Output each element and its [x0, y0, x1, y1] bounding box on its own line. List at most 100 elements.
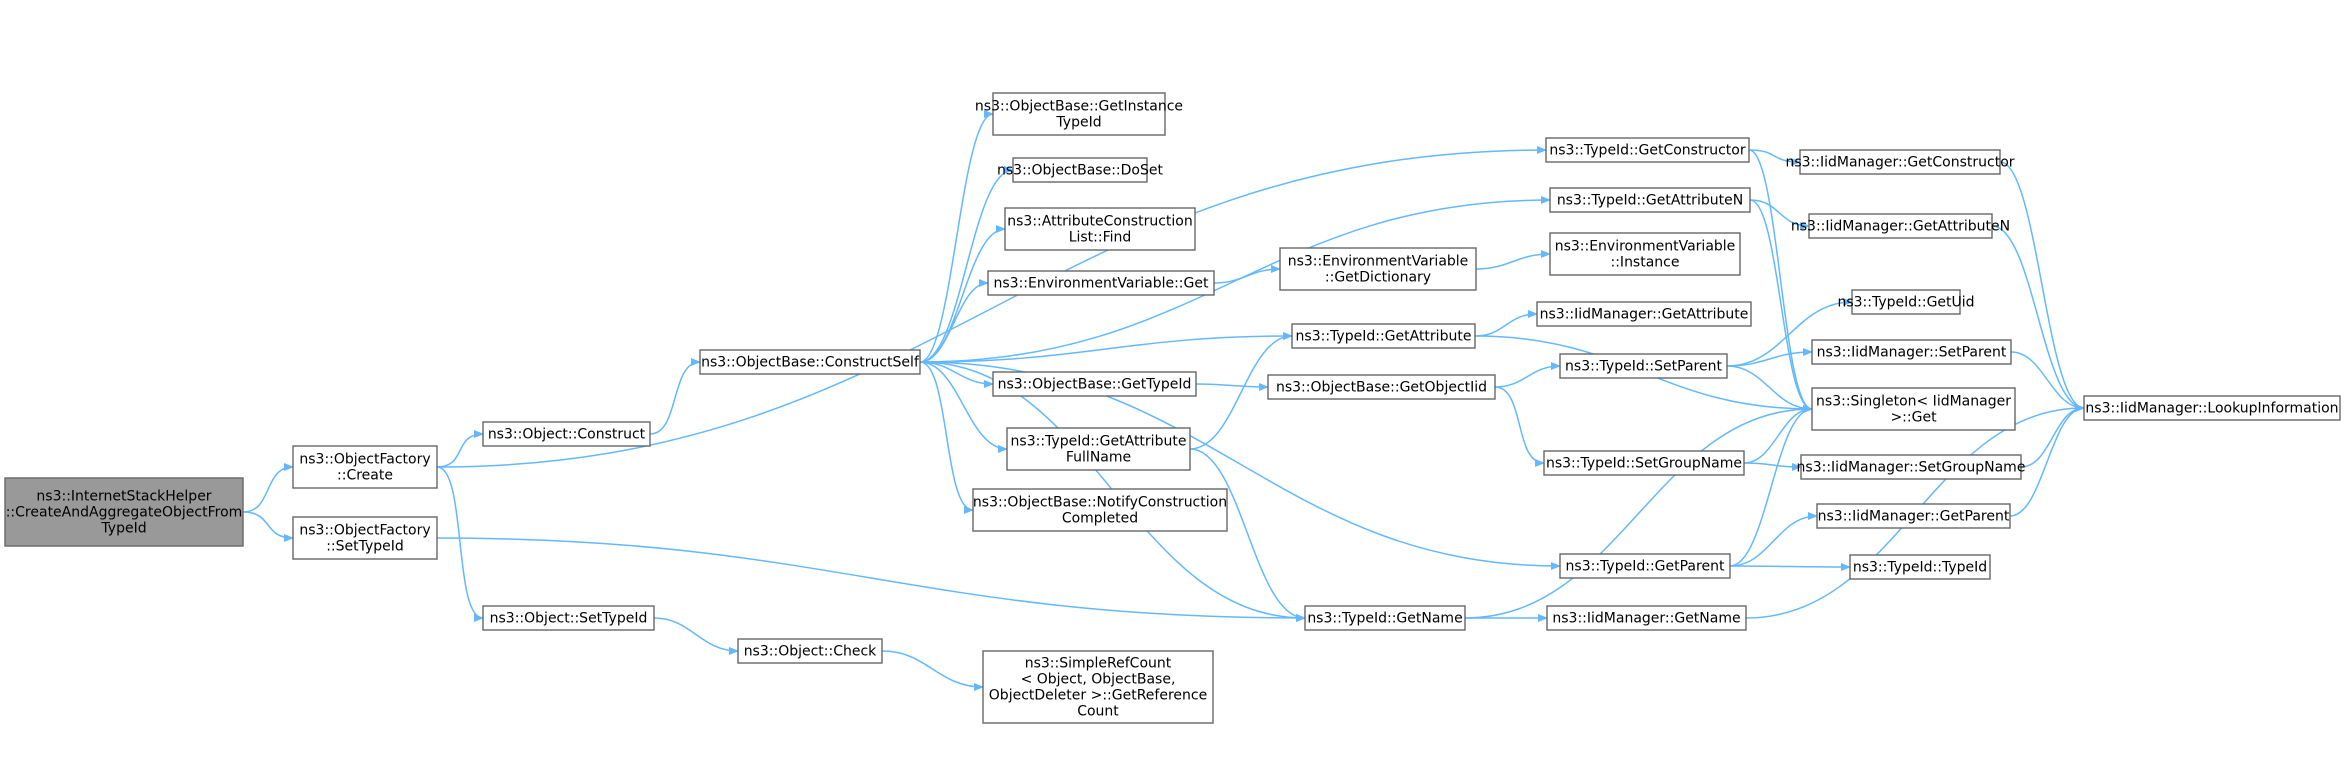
node-box	[1004, 207, 1196, 251]
call-edge	[1729, 405, 1813, 567]
function-node: ns3::InternetStackHelper::CreateAndAggre…	[4, 477, 244, 547]
call-edge	[1729, 512, 1818, 567]
function-node[interactable]: ns3::IidManager::GetName	[1546, 605, 1747, 631]
node-box	[1549, 232, 1741, 276]
function-node[interactable]: ns3::TypeId::GetName	[1304, 605, 1466, 631]
node-label: ns3::IidManager::SetParent	[1817, 345, 2007, 361]
node-box	[482, 421, 651, 447]
node-label: ns3::ObjectBase::DoSet	[997, 163, 1163, 179]
function-node[interactable]: ns3::IidManager::GetConstructor	[1785, 149, 2015, 175]
function-node[interactable]: ns3::ObjectFactory::SetTypeId	[292, 516, 438, 560]
call-edge	[1189, 448, 1306, 622]
function-node[interactable]: ns3::ObjectBase::GetTypeId	[992, 371, 1197, 397]
node-label: ns3::Object::Check	[744, 644, 877, 660]
function-node[interactable]: ns3::TypeId::GetAttribute	[1291, 323, 1476, 349]
function-node[interactable]: ns3::TypeId::SetGroupName	[1543, 450, 1745, 476]
node-box	[1799, 149, 2001, 175]
node-label: ns3::ObjectBase::GetTypeId	[998, 377, 1192, 393]
node-label: TypeId	[100, 521, 146, 537]
function-node[interactable]: ns3::TypeId::GetConstructor	[1545, 137, 1750, 163]
call-edge	[1743, 462, 1802, 471]
function-node[interactable]: ns3::IidManager::LookupInformation	[2083, 395, 2341, 421]
function-node[interactable]: ns3::Singleton< IidManager >::Get	[1811, 387, 2016, 431]
node-box	[982, 650, 1214, 724]
call-edge	[2009, 404, 2085, 517]
function-node[interactable]: ns3::Object::Check	[737, 638, 883, 664]
function-node[interactable]: ns3::IidManager::SetGroupName	[1797, 454, 2026, 480]
call-edge	[1991, 225, 2085, 412]
call-edge	[1464, 405, 1813, 619]
node-layer: ns3::InternetStackHelper::CreateAndAggre…	[4, 92, 2341, 724]
node-box	[1279, 247, 1477, 291]
call-edge	[436, 146, 1547, 468]
node-box	[1267, 374, 1496, 400]
function-node[interactable]: ns3::EnvironmentVariable::Instance	[1549, 232, 1741, 276]
function-node[interactable]: ns3::Object::Construct	[482, 421, 651, 447]
node-label: ns3::ObjectBase::GetObjectIid	[1276, 380, 1487, 396]
call-edge	[919, 166, 1014, 363]
node-label: FullName	[1066, 450, 1131, 466]
call-edge	[1748, 149, 1813, 413]
call-edge	[919, 332, 1293, 363]
function-node[interactable]: ns3::IidManager::SetParent	[1811, 339, 2012, 365]
call-edge	[1494, 362, 1561, 388]
function-node[interactable]: ns3::ObjectFactory::Create	[292, 445, 438, 489]
node-label: ns3::IidManager::GetAttributeN	[1791, 219, 2010, 235]
node-label: ns3::IidManager::LookupInformation	[2085, 401, 2338, 417]
node-label: ns3::ObjectFactory	[299, 523, 430, 539]
call-edge	[1749, 199, 1810, 230]
function-node[interactable]: ns3::TypeId::GetParent	[1559, 553, 1731, 579]
node-box	[972, 488, 1228, 532]
function-node[interactable]: ns3::EnvironmentVariable::GetDictionary	[1279, 247, 1477, 291]
node-box	[1304, 605, 1466, 631]
node-label: ns3::IidManager::SetGroupName	[1797, 460, 2026, 476]
node-box	[1808, 213, 1993, 239]
function-node[interactable]: ns3::IidManager::GetParent	[1816, 503, 2011, 529]
function-node[interactable]: ns3::ObjectBase::GetObjectIid	[1267, 374, 1496, 400]
node-label: ns3::TypeId::SetGroupName	[1546, 456, 1742, 472]
node-box	[1559, 353, 1728, 379]
call-edge	[649, 358, 701, 435]
call-edge	[242, 463, 294, 513]
node-box	[1816, 503, 2011, 529]
function-node[interactable]: ns3::ObjectBase::ConstructSelf	[699, 349, 921, 375]
node-label: ns3::EnvironmentVariable	[1555, 239, 1736, 255]
node-box	[1006, 427, 1191, 471]
function-node[interactable]: ns3::TypeId::SetParent	[1559, 353, 1728, 379]
node-box	[737, 638, 883, 664]
call-edge	[2020, 404, 2085, 468]
node-box	[1546, 605, 1747, 631]
function-node[interactable]: ns3::TypeId::GetUid	[1837, 289, 1975, 315]
function-node[interactable]: ns3::IidManager::GetAttribute	[1536, 301, 1752, 327]
node-label: ns3::IidManager::GetName	[1552, 611, 1740, 627]
node-box	[1291, 323, 1476, 349]
node-label: ::Instance	[1611, 255, 1680, 271]
call-edge	[919, 110, 994, 363]
node-box	[1549, 187, 1751, 213]
function-node[interactable]: ns3::ObjectBase::NotifyConstructionCompl…	[972, 488, 1228, 532]
function-node[interactable]: ns3::SimpleRefCount< Object, ObjectBase,…	[982, 650, 1214, 724]
function-node[interactable]: ns3::ObjectBase::DoSet	[997, 157, 1163, 183]
call-edge	[1474, 310, 1538, 337]
node-box	[292, 445, 438, 489]
node-label: ns3::TypeId::TypeId	[1853, 560, 1987, 576]
call-edge	[1189, 332, 1293, 450]
call-edge	[242, 511, 294, 542]
node-box	[1849, 554, 1991, 580]
call-edge	[1195, 382, 1269, 391]
call-edge	[653, 617, 739, 655]
function-node[interactable]: ns3::Object::SetTypeId	[482, 605, 655, 631]
node-label: ns3::IidManager::GetParent	[1818, 509, 2010, 525]
node-label: ns3::TypeId::GetAttributeN	[1557, 193, 1743, 209]
node-label: < Object, ObjectBase,	[1021, 672, 1176, 688]
call-edge	[436, 430, 484, 468]
function-node[interactable]: ns3::IidManager::GetAttributeN	[1791, 213, 2010, 239]
call-edge	[436, 466, 484, 622]
function-node[interactable]: ns3::TypeId::TypeId	[1849, 554, 1991, 580]
function-node[interactable]: ns3::EnvironmentVariable::Get	[987, 270, 1215, 296]
function-node[interactable]: ns3::TypeId::GetAttributeN	[1549, 187, 1751, 213]
node-box	[1545, 137, 1750, 163]
